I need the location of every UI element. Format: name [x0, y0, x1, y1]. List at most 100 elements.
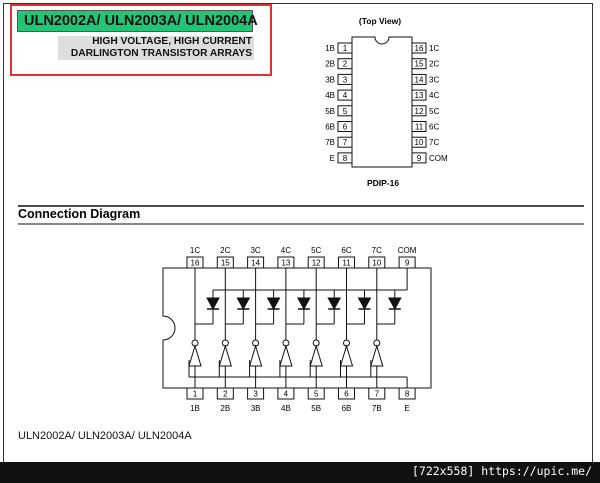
- top-pin-number: 10: [372, 259, 381, 268]
- pin-number-right: 15: [415, 60, 424, 69]
- pin-box-left: [337, 89, 353, 101]
- inverter-symbol: [218, 344, 232, 367]
- diode-symbol: [266, 297, 281, 311]
- diode-symbol: [387, 297, 402, 311]
- top-pin-number: 15: [221, 259, 230, 268]
- pin-box-right: [411, 89, 427, 101]
- bottom-pin-number: 2: [223, 390, 228, 399]
- pin-box-right: [411, 152, 427, 164]
- subtitle-line-1: HIGH VOLTAGE, HIGH CURRENT: [92, 36, 252, 47]
- footer-part-numbers: ULN2002A/ ULN2003A/ ULN2004A: [18, 430, 192, 442]
- pin-label-left: 2B: [325, 60, 335, 69]
- watermark-bar: [722x558] https://upic.me/: [0, 462, 600, 483]
- bottom-pin-label: 4B: [281, 404, 291, 413]
- pin-box-right: [411, 58, 427, 70]
- top-pin-label: 1C: [190, 246, 200, 255]
- pin-box-right: [411, 121, 427, 132]
- bottom-pin-label: 6B: [342, 404, 352, 413]
- pin-label-left: 5B: [325, 107, 335, 116]
- pin-label-right: 1C: [429, 44, 439, 53]
- diode-symbol: [327, 297, 342, 311]
- top-pin-label: 5C: [311, 246, 321, 255]
- pin-label-right: 5C: [429, 107, 439, 116]
- title-subtitle: HIGH VOLTAGE, HIGH CURRENT DARLINGTON TR…: [58, 36, 254, 60]
- bottom-pin-number: 1: [193, 390, 198, 399]
- bottom-pin-number: 4: [284, 390, 289, 399]
- top-pin-label: 4C: [281, 246, 291, 255]
- top-pin-number: 12: [312, 259, 321, 268]
- bottom-pin-number: 3: [253, 390, 258, 399]
- pin-number-left: 3: [343, 75, 348, 84]
- bottom-pin-label: 2B: [220, 404, 230, 413]
- top-pin-label: COM: [398, 246, 417, 255]
- top-pin-label: 7C: [372, 246, 382, 255]
- pin-number-left: 8: [343, 154, 348, 163]
- top-pin-label: 2C: [220, 246, 230, 255]
- pin-label-right: COM: [429, 154, 448, 163]
- diode-symbol: [357, 297, 372, 311]
- pin-box-left: [337, 105, 353, 117]
- pin-number-right: 14: [415, 75, 424, 84]
- pin-number-right: 10: [415, 138, 424, 147]
- top-pin-number: 11: [342, 259, 351, 268]
- inverter-symbol: [309, 344, 323, 367]
- pin-box-left: [337, 136, 353, 148]
- pin-number-left: 4: [343, 91, 348, 100]
- bottom-pin-label: 7B: [372, 404, 382, 413]
- pin-label-right: 6C: [429, 123, 439, 132]
- pin-box-left: [337, 152, 353, 164]
- bottom-pin-label: E: [404, 404, 409, 413]
- pin-box-right: [411, 42, 427, 54]
- pin-box-left: [337, 42, 353, 54]
- pin-label-right: 7C: [429, 138, 439, 147]
- pin-box-left: [337, 73, 353, 85]
- inverter-symbol: [339, 344, 354, 367]
- connection-diagram-heading: Connection Diagram: [18, 207, 140, 221]
- pin-box-right: [411, 73, 427, 85]
- top-pin-label: 6C: [341, 246, 351, 255]
- package-name: PDIP-16: [367, 178, 399, 188]
- inverter-symbol: [370, 344, 384, 367]
- part-number-title: ULN2002A/ ULN2003A/ ULN2004A: [17, 10, 258, 32]
- pin-number-left: 7: [343, 138, 348, 147]
- bottom-pin-label: 5B: [311, 404, 321, 413]
- inverter-symbol: [188, 344, 202, 367]
- bottom-pin-number: 8: [405, 390, 410, 399]
- title-highlight-box: [10, 4, 272, 76]
- pin-label-left: E: [330, 154, 335, 163]
- top-pin-number: 9: [405, 259, 410, 268]
- inverter-symbol: [279, 344, 293, 367]
- bottom-pin-number: 6: [344, 390, 349, 399]
- package-body: [351, 36, 413, 168]
- pin-label-left: 7B: [325, 138, 335, 147]
- pin-label-right: 2C: [429, 60, 439, 69]
- pin-number-right: 16: [415, 44, 424, 53]
- watermark-text: [722x558] https://upic.me/: [411, 464, 592, 478]
- pin-number-left: 1: [343, 44, 348, 53]
- pin-box-left: [337, 58, 353, 70]
- pin-box-left: [337, 121, 353, 132]
- diode-symbol: [236, 297, 251, 311]
- pin-number-left: 5: [343, 107, 348, 116]
- pin-label-left: 4B: [325, 91, 335, 100]
- top-pin-number: 13: [281, 259, 290, 268]
- pin-label-right: 3C: [429, 75, 439, 84]
- pin-label-right: 4C: [429, 91, 439, 100]
- top-pin-label: 3C: [250, 246, 260, 255]
- top-pin-number: 16: [191, 259, 200, 268]
- pin-number-left: 2: [343, 60, 348, 69]
- pin-label-left: 6B: [325, 123, 335, 132]
- top-view-label: (Top View): [359, 16, 401, 26]
- pin-number-right: 13: [415, 91, 424, 100]
- pin-label-left: 3B: [325, 75, 335, 84]
- pin-label-left: 1B: [325, 44, 335, 53]
- pin-number-left: 6: [343, 123, 348, 132]
- bottom-pin-number: 5: [314, 390, 319, 399]
- ic-body: [162, 267, 432, 389]
- diode-symbol: [297, 297, 311, 311]
- subtitle-line-2: DARLINGTON TRANSISTOR ARRAYS: [70, 48, 252, 59]
- diode-symbol: [206, 297, 220, 311]
- pin-box-right: [411, 136, 427, 148]
- inverter-symbol: [248, 344, 263, 367]
